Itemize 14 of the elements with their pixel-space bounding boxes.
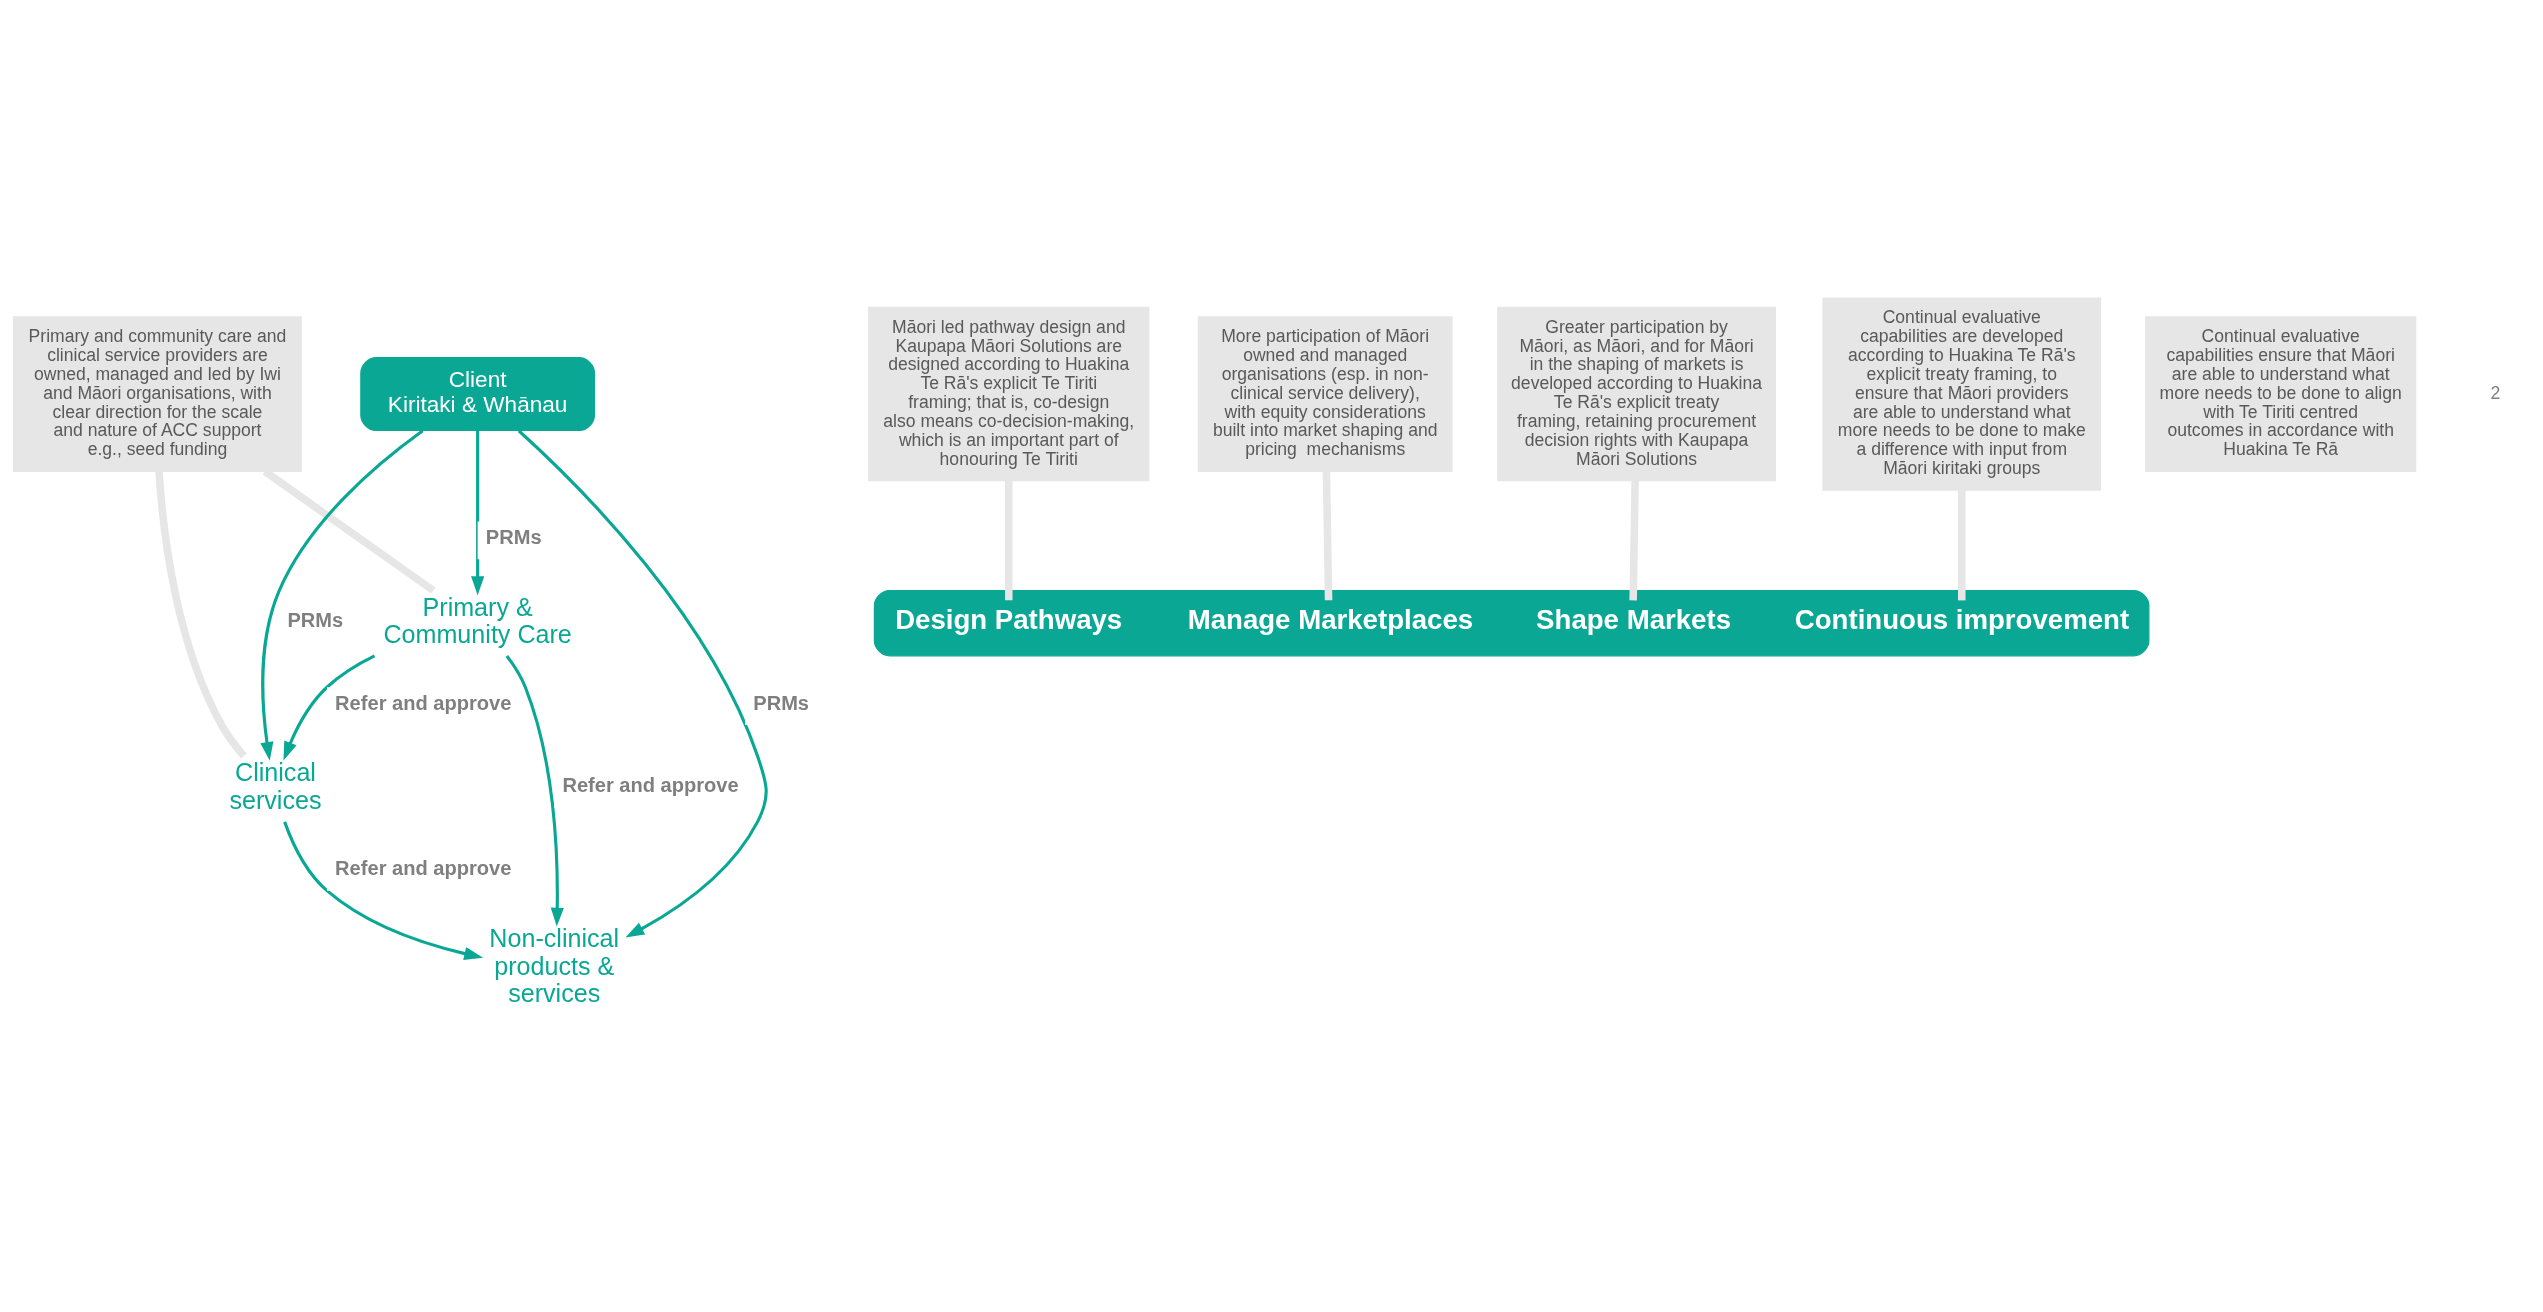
node-text: Continuous improvement (1794, 603, 2130, 635)
node-text: Design Pathways (895, 603, 1123, 635)
node-text: Clinical services (229, 757, 322, 814)
edge-label: Refer and approve (335, 856, 512, 879)
edge-label: Refer and approve (562, 773, 739, 796)
node-text: Primary & Community Care (383, 592, 572, 648)
node-text: Shape Markets (1536, 603, 1732, 635)
node-text: Non-clinical products & services (489, 923, 620, 1007)
node-text: Manage Marketplaces (1187, 603, 1474, 635)
edge-label: PRMs (753, 691, 810, 714)
label: 2 (2490, 382, 2501, 403)
edge-label: Refer and approve (335, 691, 512, 714)
edge-label: PRMs (485, 525, 542, 548)
edge-label: PRMs (287, 608, 344, 631)
